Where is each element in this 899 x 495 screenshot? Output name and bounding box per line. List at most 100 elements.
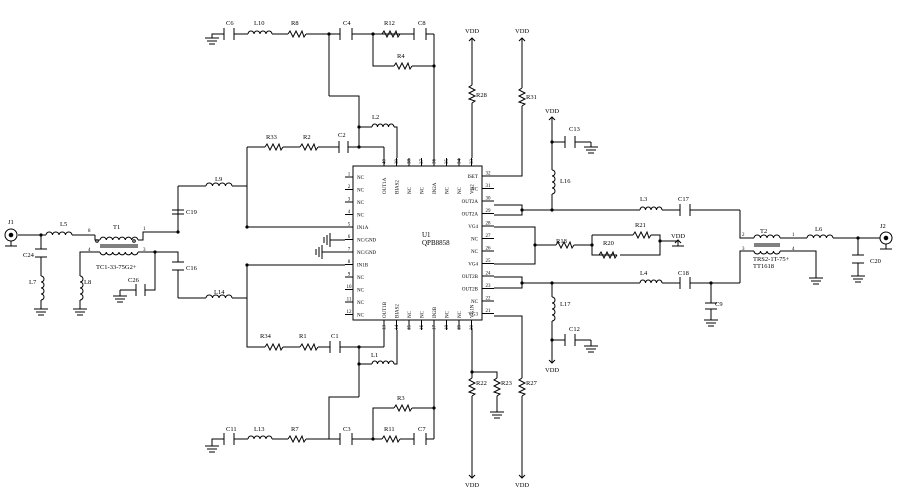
label-C9: C9: [715, 301, 723, 308]
inductor-L4: [639, 279, 663, 284]
ic-pin-name: BIAS2: [396, 180, 401, 194]
vdd-label: VDD: [545, 367, 559, 374]
connector-J2: [879, 231, 893, 250]
ic-body: [352, 165, 483, 321]
ic-pin-number: 16: [420, 325, 425, 331]
capacitor-C2: [338, 141, 349, 153]
label-R8: R8: [291, 20, 299, 27]
ground-symbol: [490, 411, 504, 419]
t1-pin-4: 4: [88, 248, 91, 253]
transformer-T1-primary: [99, 236, 139, 241]
label-C2: C2: [338, 132, 346, 139]
ic-pin-name: NC: [471, 250, 479, 255]
ic-pin-name: OUT2B: [462, 275, 479, 280]
ic-part: QPB8858: [422, 239, 450, 247]
label-T2-part-1: TRS2-1T-75+: [753, 256, 790, 263]
ic-ref: U1: [422, 231, 431, 239]
component-labels: C6 L10 R8 C4 R12 C8 R4 R28 R31 L2 R33 R2…: [8, 20, 886, 433]
ic-pin-number: 5: [348, 223, 351, 228]
label-R23: R23: [501, 380, 512, 387]
ic-pin-name: IN2B: [433, 306, 438, 318]
label-J2: J2: [880, 223, 886, 230]
inductor-L5: [45, 231, 73, 236]
label-R21: R21: [635, 222, 646, 229]
resistor-R31: [517, 87, 527, 107]
ic-pin-number: 23: [486, 284, 492, 289]
label-L8: L8: [84, 279, 91, 286]
ic-pin-number: 11: [347, 298, 352, 303]
resistor-R20: [598, 250, 618, 260]
label-R7: R7: [291, 426, 299, 433]
ic-pin-name: OUT2A: [462, 213, 479, 218]
label-L17: L17: [560, 301, 571, 308]
label-C13: C13: [569, 126, 580, 133]
ic-pin-name: NC: [357, 301, 365, 306]
label-L10: L10: [254, 20, 264, 27]
resistor-R18: [555, 240, 575, 250]
ic-pin-name: NC: [446, 310, 451, 318]
connectors: [4, 228, 893, 250]
label-R4: R4: [397, 53, 405, 60]
ic-pin-name: NC: [471, 300, 479, 305]
ic-pin-number: 7: [348, 248, 351, 253]
ic-pin-name: NC: [357, 276, 365, 281]
ic-pin-number: 27: [486, 234, 492, 239]
ic-pin-name: VG3: [468, 313, 478, 318]
ground-symbol: [113, 295, 127, 303]
ic-pin-number: 8: [348, 260, 351, 265]
inductor-L14: [205, 294, 233, 299]
junctions: [39, 32, 860, 441]
ic-pin-number: 29: [486, 209, 492, 214]
ic-pin-number: 6: [348, 235, 351, 240]
ic-pin-number: 21: [486, 309, 492, 314]
ic-pin-name: OUT1B: [383, 301, 388, 318]
ic-pin-number: 20: [470, 325, 475, 331]
label-R18: R18: [556, 238, 567, 245]
vdd-label: VDD: [515, 28, 529, 35]
label-L9: L9: [215, 176, 222, 183]
ic-pin-number: 34: [458, 159, 463, 165]
resistor-R34: [264, 342, 284, 352]
capacitor-C3: [339, 433, 353, 445]
capacitor-C26: [135, 284, 146, 296]
label-C17: C17: [678, 196, 690, 203]
resistor-R23: [492, 377, 502, 397]
label-C19: C19: [186, 209, 197, 216]
resistor-R8: [287, 29, 307, 39]
inductor-L16: [551, 169, 556, 195]
t2-pin-4: 4: [792, 247, 795, 252]
ic-pin-number: 36: [433, 159, 438, 165]
t1-pin-3: 3: [143, 248, 146, 253]
ic-pin-number: 3: [348, 198, 351, 203]
label-C20: C20: [870, 258, 881, 265]
ic-pin-number: 15: [408, 325, 413, 331]
ic-pin-name: NC: [408, 310, 413, 318]
transformer-T2-primary: [753, 234, 781, 239]
ic-pin-name: NC: [446, 186, 451, 194]
ic-pin-number: 4: [348, 210, 351, 215]
capacitor-C18: [679, 277, 691, 289]
inductor-L10: [247, 30, 273, 35]
ic-pin-number: 14: [395, 325, 400, 331]
t1-pin-1: 1: [143, 227, 146, 232]
t2-pin-2: 2: [742, 233, 745, 238]
ic-pin-number: 18: [445, 325, 450, 331]
label-L3: L3: [640, 196, 647, 203]
label-C16: C16: [186, 265, 198, 272]
capacitor-C8: [413, 28, 427, 40]
ic-pin-name: IN2A: [433, 182, 438, 194]
ic-pin-name: NC: [408, 186, 413, 194]
ic-pin-number: 39: [395, 159, 400, 165]
vdd-label: VDD: [545, 108, 559, 115]
resistor-R11: [381, 434, 401, 444]
capacitor-C17: [679, 204, 691, 216]
label-L16: L16: [560, 178, 571, 185]
label-R11: R11: [384, 426, 395, 433]
capacitor-C13: [564, 136, 576, 148]
ground-symbol: [205, 445, 219, 453]
ic-pin-number: 22: [486, 297, 492, 302]
capacitor-C19: [172, 209, 184, 215]
resistor-R27: [517, 377, 527, 397]
label-C8: C8: [418, 20, 426, 27]
